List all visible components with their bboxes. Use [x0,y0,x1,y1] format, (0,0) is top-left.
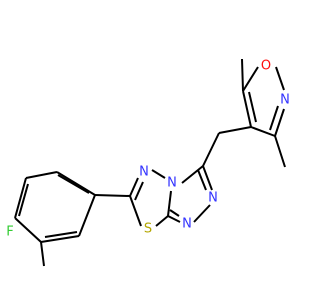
bond [25,171,58,179]
bond [167,190,172,217]
bond [129,195,142,227]
bond [193,204,211,223]
bond [242,66,259,92]
bond [78,194,96,237]
bond [241,58,244,92]
atom-n3: N [208,191,218,206]
bond [134,181,144,201]
bond [155,215,169,227]
bond [44,231,78,238]
bond [167,215,181,223]
bond [197,169,207,191]
bond [56,171,96,196]
bond [94,194,131,197]
atom-s: S [144,222,152,237]
bond [274,135,286,168]
fluorophenyl-ring [14,171,96,267]
bond [274,108,285,137]
diagram-canvas: N N N N S O N F [6,58,290,267]
atom-o: O [261,59,271,74]
bond [14,177,27,219]
bond [275,66,285,91]
bond [169,209,180,217]
bond [181,165,204,184]
bond [18,183,29,217]
bond [269,105,279,131]
molecule-structure: N N N N S O N F [6,58,290,267]
bond [202,132,220,167]
bond [40,241,45,267]
bond [40,235,80,243]
thiadiazole-ring [129,169,172,227]
bond [242,90,252,128]
triazole-ring [167,165,213,223]
atom-n4: N [182,217,192,232]
bond [57,174,90,194]
bond [14,217,42,243]
atom-n1: N [139,165,149,180]
bond [248,91,257,123]
atom-n-iso: N [280,93,290,108]
atom-f: F [6,225,13,240]
bond [218,126,252,134]
bond [202,165,213,191]
bond [129,177,139,197]
isoxazole-ring [241,58,286,168]
atom-n2: N [167,176,177,191]
bond [250,126,276,137]
bond [151,169,166,179]
